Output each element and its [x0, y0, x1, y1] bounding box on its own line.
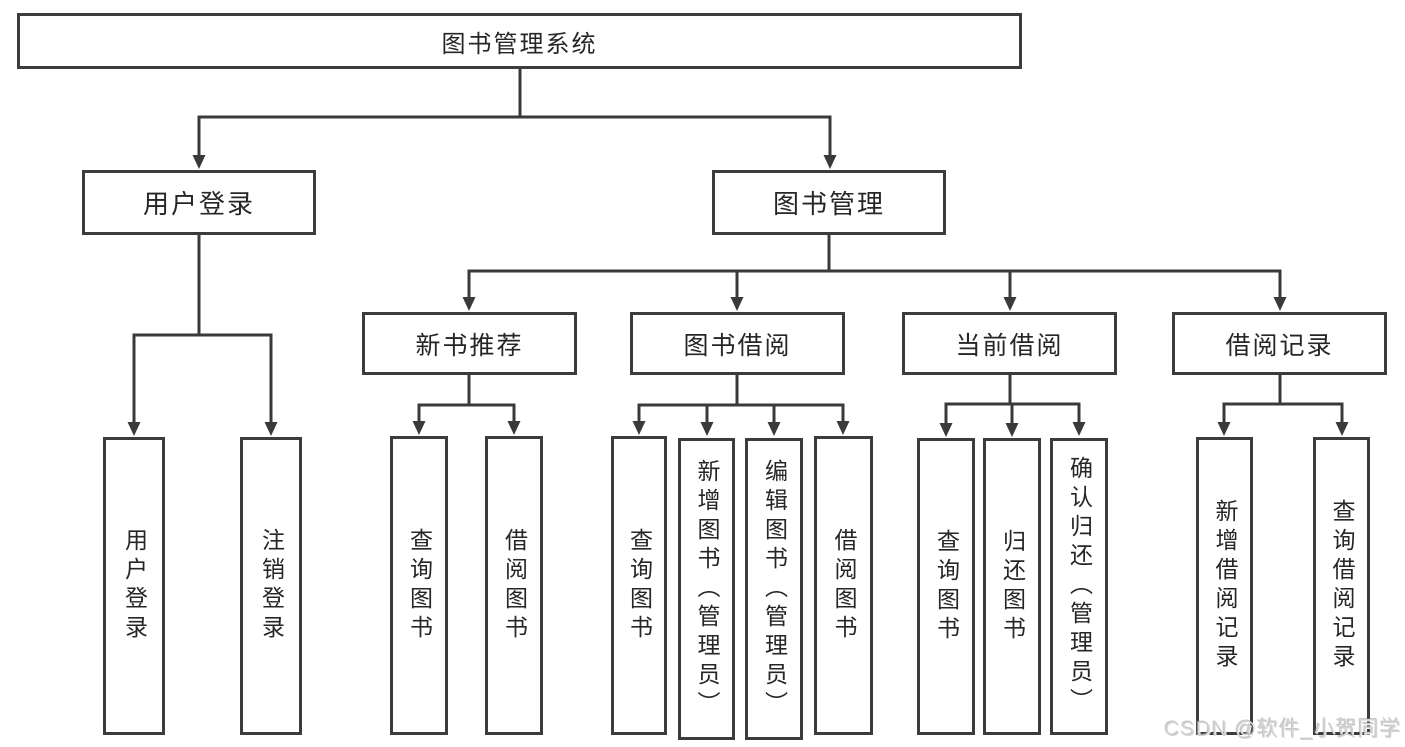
- leaf-recommend-borrow-books: 借阅图书: [485, 436, 543, 735]
- leaf-borrowing-borrow-books: 借阅图书: [814, 436, 873, 735]
- node-label: 当前借阅: [955, 331, 1064, 360]
- leaf-logout: 注销登录: [240, 437, 302, 735]
- leaf-current-confirm-return-admin: 确认归还（管理员）: [1050, 438, 1108, 735]
- node-label: 归还图书: [999, 528, 1026, 645]
- node-current-borrowing: 当前借阅: [902, 312, 1117, 375]
- node-label: 确认归还（管理员）: [1066, 456, 1093, 717]
- node-label: 图书管理系统: [441, 30, 598, 58]
- leaf-borrowing-edit-books-admin: 编辑图书（管理员）: [745, 438, 803, 740]
- node-label: 借阅图书: [501, 527, 528, 644]
- node-label: 编辑图书（管理员）: [761, 458, 788, 720]
- node-new-book-recommend: 新书推荐: [362, 312, 577, 375]
- node-label: 用户登录: [142, 189, 255, 219]
- leaf-current-return-books: 归还图书: [983, 438, 1041, 735]
- node-label: 图书借阅: [683, 331, 792, 360]
- node-label: 借阅记录: [1225, 331, 1334, 360]
- leaf-records-query-borrow-record: 查询借阅记录: [1313, 437, 1370, 735]
- node-label: 查询借阅记录: [1329, 499, 1355, 673]
- watermark: CSDN @软件_小贺同学: [1164, 718, 1402, 741]
- node-book-management: 图书管理: [712, 170, 946, 235]
- node-label: 查询图书: [933, 528, 960, 645]
- node-library-system: 图书管理系统: [17, 13, 1022, 69]
- node-label: 新增借阅记录: [1212, 499, 1238, 673]
- node-label: 用户登录: [121, 528, 148, 644]
- leaf-borrowing-query-books: 查询图书: [611, 436, 667, 735]
- node-borrow-records: 借阅记录: [1172, 312, 1387, 375]
- node-label: 查询图书: [626, 527, 653, 644]
- node-label: 新增图书（管理员）: [694, 458, 720, 720]
- node-label: 查询图书: [406, 527, 433, 644]
- node-label: 借阅图书: [831, 527, 857, 644]
- leaf-current-query-books: 查询图书: [917, 438, 975, 735]
- leaf-user-login: 用户登录: [103, 437, 165, 735]
- node-user-login: 用户登录: [82, 170, 316, 235]
- leaf-recommend-query-books: 查询图书: [390, 436, 448, 735]
- node-book-borrowing: 图书借阅: [630, 312, 845, 375]
- leaf-records-add-borrow-record: 新增借阅记录: [1196, 437, 1253, 735]
- node-label: 图书管理: [772, 189, 885, 219]
- leaf-borrowing-add-books-admin: 新增图书（管理员）: [678, 438, 735, 740]
- node-label: 新书推荐: [415, 331, 524, 360]
- node-label: 注销登录: [258, 528, 285, 644]
